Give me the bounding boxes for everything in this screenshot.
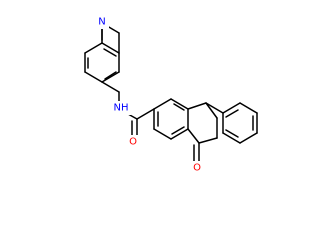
molecule-canvas: N NH O O (84, 15, 258, 175)
bond-ring1-a (153, 98, 172, 110)
amide-oxygen-bg (126, 135, 140, 149)
bond-py-left-top (84, 42, 103, 54)
amide-nh-label: NH (114, 103, 129, 114)
bond-five-top-right (205, 102, 218, 119)
bond-py-inner-bottom (104, 71, 117, 80)
bond-ring1-inner-b (171, 126, 185, 135)
bond-ring1-b (170, 98, 189, 110)
bond-bridge-top (187, 102, 207, 110)
amide-nh-bg (111, 101, 131, 115)
bond-ring3-inner-c (225, 129, 239, 138)
structure-diagram: N NH O O (84, 15, 258, 175)
bond-py-right-top (101, 42, 120, 54)
pyridine-nitrogen-label: N (98, 17, 105, 28)
atom-labels: N NH O O (95, 15, 204, 175)
bond-carbonyl-ring (136, 108, 155, 120)
fluorenone-core (153, 98, 258, 165)
bond-py-inner-right (103, 48, 117, 57)
bond-ring3-inner-a (225, 109, 239, 118)
ketone-oxygen-bg (190, 161, 204, 175)
pyridine-ring (84, 22, 120, 83)
bond-ring3-e (239, 132, 258, 144)
bond-ring3-a (205, 102, 224, 114)
bond-ring3-c (239, 102, 258, 114)
bond-ring3-f (222, 132, 241, 144)
bond-bridge-bottom (187, 128, 200, 144)
bond-ring1-d (170, 128, 189, 140)
bond-ring1-inner-a (173, 103, 185, 111)
ketone-oxygen-label: O (193, 163, 201, 174)
bond-py-c4-left (84, 71, 103, 83)
bond-ring3-b (222, 102, 241, 114)
bond-py-ch2 (101, 81, 120, 93)
bond-five-bottom-right (198, 137, 218, 144)
pyridine-nitrogen-bg (95, 15, 109, 29)
amide-oxygen-label: O (129, 137, 137, 148)
bond-ring1-e (153, 128, 172, 140)
bond-py-c4-right (101, 71, 120, 83)
